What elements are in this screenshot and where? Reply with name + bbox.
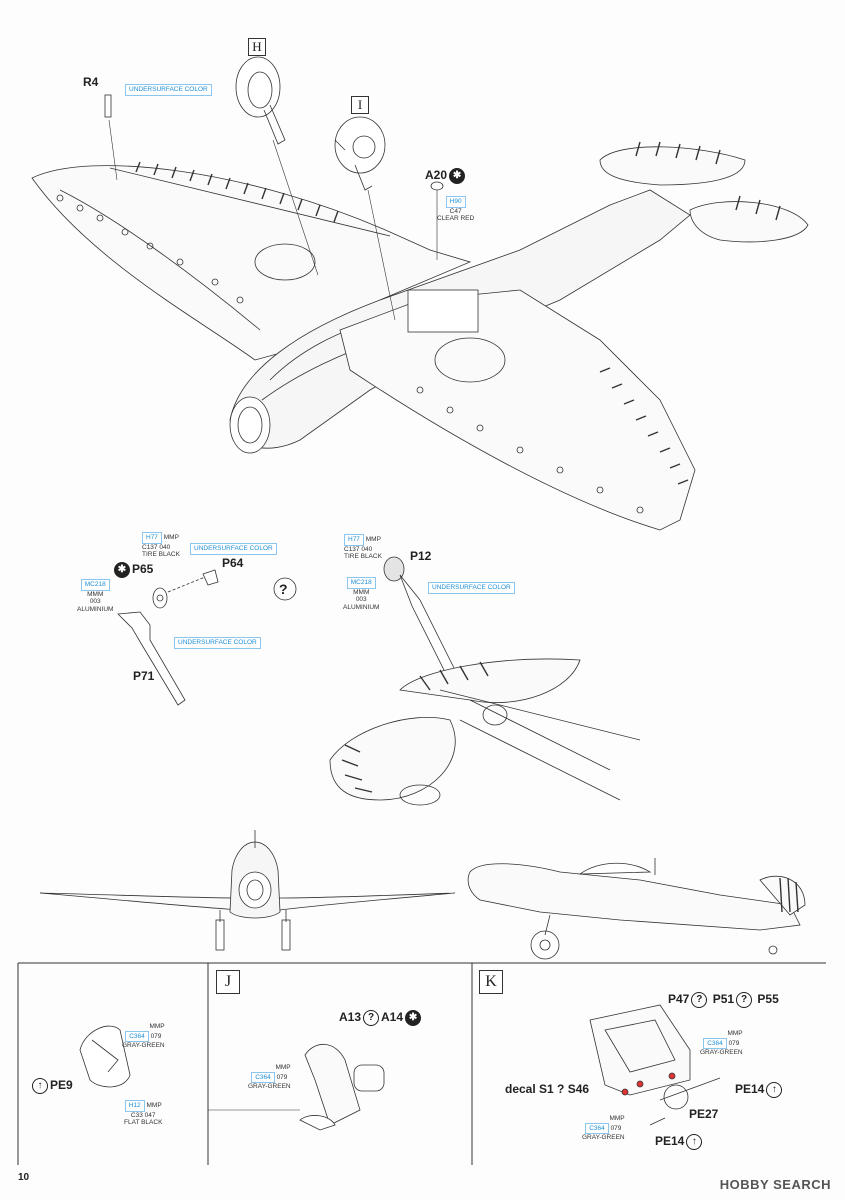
wheel-h-drawing — [235, 56, 286, 145]
side-view-drawing — [467, 858, 806, 960]
star-icon: ✱ — [405, 1010, 422, 1026]
color-gray-green-3: MMP C364 079 GRAY-GREEN — [700, 1030, 743, 1056]
color-flat-black: H12 MMP C33 047 FLAT BLACK — [124, 1100, 163, 1126]
question-icon: ? — [363, 1010, 380, 1026]
tailwheel-assembly-drawing — [117, 569, 219, 706]
part-r4: R4 — [83, 75, 99, 89]
part-a13-a14: A13?A14✱ — [339, 1010, 423, 1026]
section-letter-k: K — [479, 970, 503, 994]
section-letter-i: I — [351, 96, 369, 114]
part-p64: P64 — [222, 556, 244, 570]
question-symbol: ? — [279, 581, 288, 597]
watermark: HOBBY SEARCH — [719, 1177, 831, 1192]
front-view-drawing — [39, 830, 456, 951]
tailplane-drawing — [599, 141, 809, 243]
question-icon: ? — [736, 992, 753, 1008]
cockpit-door-drawing — [589, 1004, 721, 1126]
part-pe14-bottom: PE14↑ — [655, 1134, 704, 1150]
color-undersurface-p12: UNDERSURFACE COLOR — [428, 582, 515, 594]
color-undersurface-r4: UNDERSURFACE COLOR — [125, 84, 212, 96]
color-gray-green-2: MMP C364 079 GRAY-GREEN — [248, 1064, 291, 1090]
color-undersurface-p64: UNDERSURFACE COLOR — [190, 543, 277, 555]
part-pe14-top: PE14↑ — [735, 1082, 784, 1098]
section-letter-h: H — [248, 38, 266, 56]
star-icon: ✱ — [114, 562, 130, 578]
arrow-up-icon: ↑ — [686, 1134, 703, 1150]
color-gray-green-4: MMP C364 079 GRAY-GREEN — [582, 1115, 625, 1141]
page-number: 10 — [18, 1172, 30, 1183]
tailwheel-strut-drawing — [383, 556, 461, 687]
color-aluminium-2: MC218 MMM 003 ALUMINIUM — [343, 577, 380, 611]
part-decal-s1-s46: decal S1 ? S46 — [505, 1082, 590, 1096]
part-p71: P71 — [133, 669, 155, 683]
color-gray-green-1: MMP C364 079 GRAY-GREEN — [122, 1023, 165, 1049]
color-tire-black-1: H77 MMP C137 040 TIRE BLACK — [142, 532, 180, 558]
wheel-i-drawing — [334, 116, 386, 191]
color-tire-black-2: H77 MMP C137 040 TIRE BLACK — [344, 534, 382, 560]
section-letter-j: J — [216, 970, 240, 994]
rear-fuselage-drawing — [329, 658, 641, 806]
part-pe9: ↑PE9 — [30, 1078, 73, 1094]
color-clear-red: H90 C47 CLEAR RED — [437, 196, 475, 222]
arrow-up-icon: ↑ — [32, 1078, 48, 1094]
part-p65: ✱P65 — [112, 562, 153, 578]
question-icon: ? — [691, 992, 708, 1008]
color-undersurface-p71: UNDERSURFACE COLOR — [174, 637, 261, 649]
canopy-drawing — [299, 1043, 385, 1131]
pe9-part-drawing — [79, 1025, 131, 1088]
color-aluminium-1: MC218 MMM 003 ALUMINIUM — [77, 579, 114, 613]
star-icon: ✱ — [449, 168, 466, 184]
part-a20: A20✱ — [425, 168, 467, 184]
part-pe27: PE27 — [689, 1107, 719, 1121]
arrow-up-icon: ↑ — [766, 1082, 783, 1098]
wing-right-drawing — [339, 289, 696, 531]
part-p12: P12 — [410, 549, 432, 563]
part-p47-p51-p55: P47? P51? P55 — [668, 992, 779, 1008]
question-symbol-circle — [273, 577, 297, 601]
